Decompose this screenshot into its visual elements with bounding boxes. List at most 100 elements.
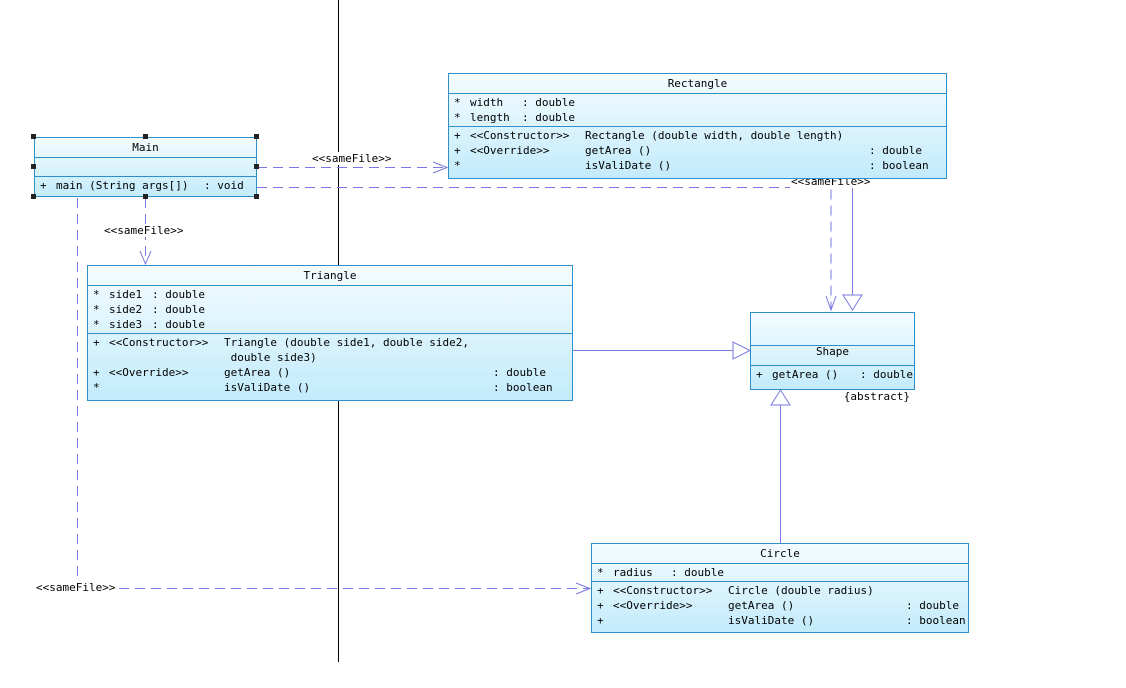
selection-handle[interactable]	[31, 164, 36, 169]
attribute-type: : double	[152, 318, 205, 331]
dependency-main-rectangle[interactable]	[257, 161, 449, 174]
operation-stereotype: <<Constructor>>	[470, 129, 570, 142]
visibility: *	[93, 381, 100, 394]
selection-handle[interactable]	[31, 194, 36, 199]
operation-row[interactable]: + isValiDate () : boolean	[597, 613, 966, 628]
generalization-triangle-shape[interactable]	[573, 341, 752, 360]
operation-signature: main (String args[])	[56, 179, 189, 192]
visibility: *	[454, 159, 461, 172]
operation-row[interactable]: * isValiDate () : boolean	[93, 380, 567, 395]
dependency-main-shape[interactable]	[257, 187, 837, 312]
class-circle[interactable]: Circle * radius : double + <<Constructor…	[591, 543, 969, 633]
operation-signature: getArea ()	[585, 144, 652, 157]
operations-section: + <<Constructor>> Rectangle (double widt…	[449, 127, 946, 174]
operation-signature: isValiDate ()	[728, 614, 815, 627]
visibility: +	[93, 366, 100, 379]
operation-signature: Circle (double radius)	[728, 584, 874, 597]
visibility: +	[597, 599, 604, 612]
operation-stereotype: <<Override>>	[470, 144, 550, 157]
selection-handle[interactable]	[31, 134, 36, 139]
operation-row[interactable]: * isValiDate () : boolean	[454, 158, 941, 173]
class-rectangle[interactable]: Rectangle * width : double * length : do…	[448, 73, 947, 179]
attribute-row[interactable]: * length : double	[454, 110, 941, 125]
visibility: +	[454, 129, 461, 142]
selection-handle[interactable]	[143, 134, 148, 139]
selection-handle[interactable]	[254, 194, 259, 199]
operation-signature: isValiDate ()	[585, 159, 672, 172]
class-name: Shape	[815, 345, 850, 358]
operation-return-type: : boolean	[906, 614, 966, 627]
attribute-name: side2	[109, 303, 143, 316]
operation-stereotype: <<Constructor>>	[613, 584, 713, 597]
class-triangle[interactable]: Triangle * side1 : double * side2 : doub…	[87, 265, 573, 401]
generalization-circle-shape[interactable]	[770, 389, 791, 543]
visibility: *	[597, 566, 604, 579]
operation-row[interactable]: + getArea () : double	[756, 367, 913, 382]
operation-row[interactable]: + <<Constructor>> Triangle (double side1…	[93, 335, 567, 350]
operation-return-type: : boolean	[869, 159, 929, 172]
attribute-type: : double	[522, 96, 575, 109]
class-main[interactable]: Main + main (String args[]) : void	[34, 137, 257, 197]
label-samefile-circle: <<sameFile>>	[35, 581, 117, 594]
attributes-section: * radius : double	[592, 564, 968, 582]
attribute-row[interactable]: * width : double	[454, 95, 941, 110]
operation-signature: isValiDate ()	[224, 381, 311, 394]
class-name: Rectangle	[449, 74, 946, 94]
operation-return-type: : boolean	[493, 381, 553, 394]
operation-return-type: : double	[860, 368, 913, 381]
attribute-name: radius	[613, 566, 653, 579]
attribute-row[interactable]: * radius : double	[597, 565, 963, 580]
operation-row[interactable]: + <<Override>> getArea () : double	[454, 143, 941, 158]
visibility: +	[597, 584, 604, 597]
attribute-type: : double	[671, 566, 724, 579]
class-name: Main	[35, 138, 256, 158]
visibility: +	[454, 144, 461, 157]
attribute-row[interactable]: * side2 : double	[93, 302, 567, 317]
attributes-section: * side1 : double * side2 : double * side…	[88, 286, 572, 334]
operation-stereotype: <<Override>>	[613, 599, 693, 612]
operation-stereotype: <<Constructor>>	[109, 336, 209, 349]
attribute-name: side3	[109, 318, 143, 331]
attribute-name: length	[470, 111, 510, 124]
attributes-section	[35, 158, 256, 177]
operations-section: + main (String args[]) : void	[35, 177, 256, 194]
operation-row[interactable]: + main (String args[]) : void	[40, 178, 251, 193]
visibility: +	[756, 368, 763, 381]
attribute-type: : double	[152, 288, 205, 301]
operations-section: + getArea () : double	[751, 366, 914, 383]
selection-handle[interactable]	[254, 164, 259, 169]
visibility: *	[454, 111, 461, 124]
visibility: *	[93, 303, 100, 316]
operation-row-continued: double side3)	[93, 350, 567, 365]
selection-handle[interactable]	[254, 134, 259, 139]
attribute-row[interactable]: * side3 : double	[93, 317, 567, 332]
class-shape[interactable]: Shape {abstract} + getArea () : double	[750, 312, 915, 403]
generalization-rectangle-shape[interactable]	[842, 180, 863, 311]
operation-row[interactable]: + <<Override>> getArea () : double	[93, 365, 567, 380]
operation-row[interactable]: + <<Override>> getArea () : double	[597, 598, 963, 613]
operation-stereotype: <<Override>>	[109, 366, 189, 379]
visibility: *	[93, 318, 100, 331]
operations-section: + <<Constructor>> Circle (double radius)…	[592, 582, 968, 629]
class-modifier: {abstract}	[843, 390, 910, 403]
class-name: Triangle	[88, 266, 572, 286]
operations-section: + <<Constructor>> Triangle (double side1…	[88, 334, 572, 396]
label-samefile-triangle: <<sameFile>>	[103, 224, 185, 237]
operation-row[interactable]: + <<Constructor>> Circle (double radius)	[597, 583, 963, 598]
attribute-row[interactable]: * side1 : double	[93, 287, 567, 302]
attributes-section: * width : double * length : double	[449, 94, 946, 127]
operation-signature: double side3)	[224, 351, 317, 364]
operation-signature: Rectangle (double width, double length)	[585, 129, 844, 142]
attribute-name: side1	[109, 288, 143, 301]
visibility: *	[454, 96, 461, 109]
attribute-name: width	[470, 96, 504, 109]
operation-row[interactable]: + <<Constructor>> Rectangle (double widt…	[454, 128, 941, 143]
label-samefile-rectangle: <<sameFile>>	[311, 152, 393, 165]
visibility: +	[597, 614, 604, 627]
operation-signature: getArea ()	[728, 599, 795, 612]
selection-handle[interactable]	[143, 194, 148, 199]
visibility: +	[93, 336, 100, 349]
operation-signature: getArea ()	[224, 366, 291, 379]
operation-signature: getArea ()	[772, 368, 839, 381]
attribute-type: : double	[152, 303, 205, 316]
